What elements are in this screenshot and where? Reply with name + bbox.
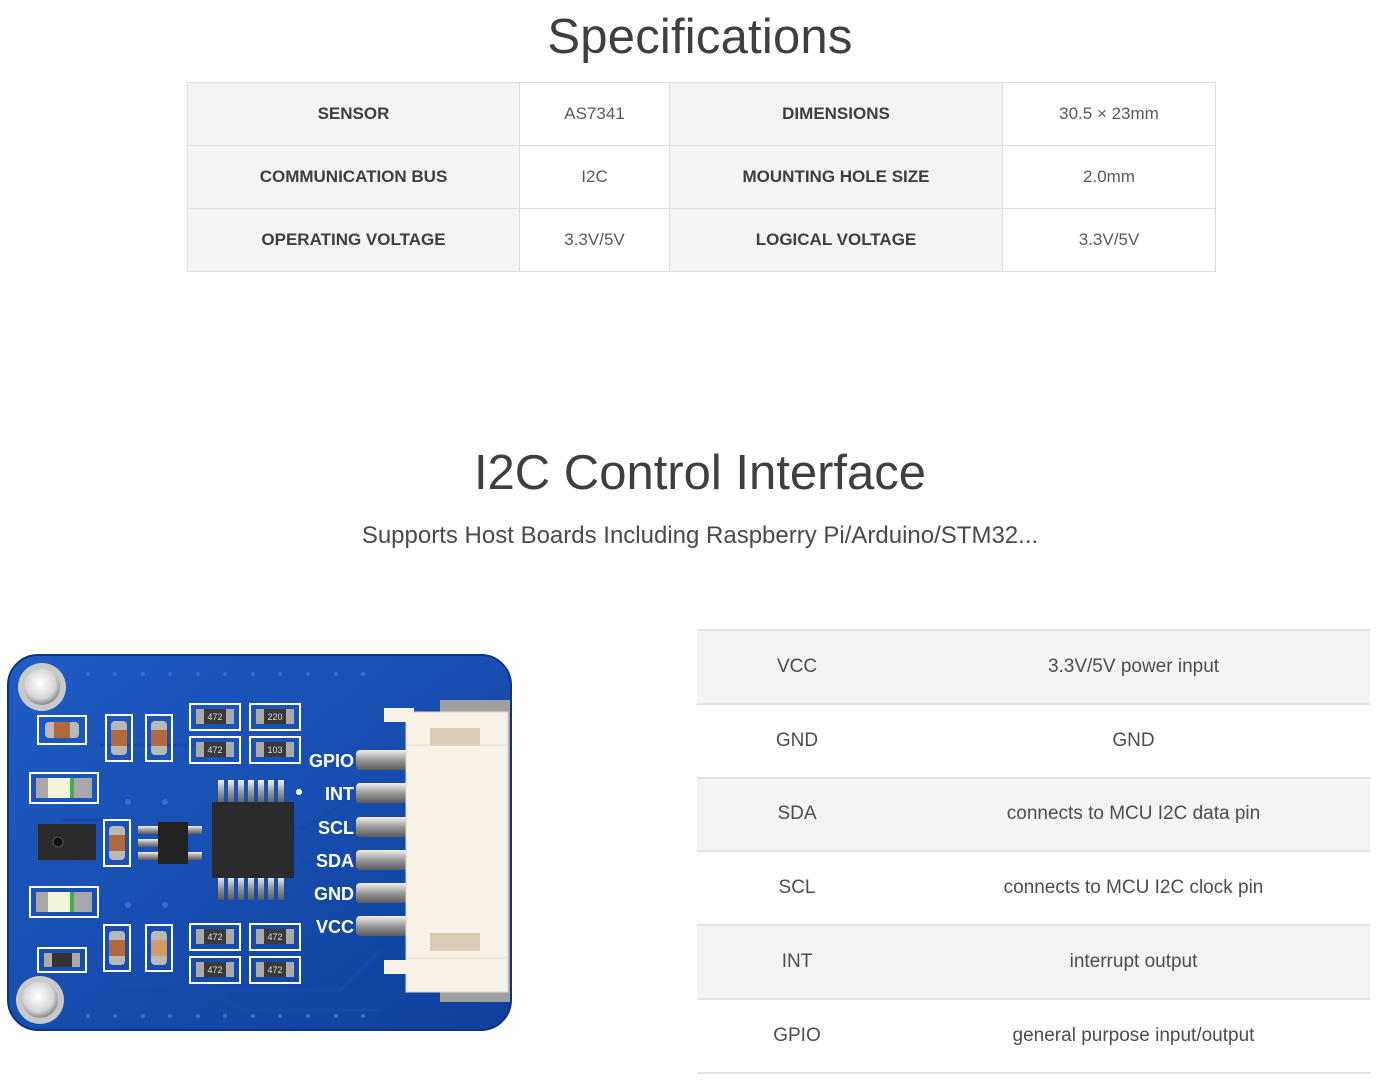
spec-label: LOGICAL VOLTAGE (669, 208, 1003, 272)
svg-text:472: 472 (207, 932, 222, 942)
specifications-table: SENSOR AS7341 DIMENSIONS 30.5 × 23mm COM… (187, 82, 1216, 272)
pin-name: VCC (697, 630, 897, 704)
spec-value: 30.5 × 23mm (1002, 82, 1216, 146)
silk-label-sda: SDA (316, 851, 354, 871)
pin-description: interrupt output (897, 925, 1370, 999)
spec-value: AS7341 (519, 82, 670, 146)
svg-text:103: 103 (267, 745, 282, 755)
pin-name: GND (775, 729, 819, 751)
spec-label: MOUNTING HOLE SIZE (669, 145, 1003, 209)
pin-name: SDA (697, 777, 897, 852)
spec-value: 2.0mm (1002, 145, 1216, 209)
spec-label: COMMUNICATION BUS (187, 145, 520, 209)
spec-label: SENSOR (187, 82, 520, 146)
svg-text:220: 220 (267, 712, 282, 722)
silk-label-gnd: GND (314, 884, 354, 904)
pin-name: GPIO (773, 1024, 821, 1046)
spec-value: I2C (519, 145, 670, 209)
interface-title: I2C Control Interface (473, 446, 927, 500)
specifications-title: Specifications (547, 10, 853, 64)
silk-label-int: INT (325, 784, 354, 804)
pin-row: SDA connects to MCU I2C data pin (697, 777, 1370, 852)
pin-row: SCL connects to MCU I2C clock pin (697, 851, 1370, 925)
spec-label: DIMENSIONS (669, 82, 1003, 146)
sensor-board-image: 472 220 472 103 472 472 472 472 GPIO (0, 648, 520, 1038)
spec-row: OPERATING VOLTAGE 3.3V/5V LOGICAL VOLTAG… (187, 208, 1216, 272)
pin-description: connects to MCU I2C data pin (897, 777, 1370, 852)
pin-row: VCC 3.3V/5V power input (697, 630, 1370, 704)
pin-row: GND GND (697, 703, 1370, 778)
svg-text:472: 472 (267, 932, 282, 942)
silk-label-vcc: VCC (316, 917, 354, 937)
svg-text:472: 472 (207, 712, 222, 722)
spec-row: SENSOR AS7341 DIMENSIONS 30.5 × 23mm (187, 82, 1216, 146)
svg-text:472: 472 (207, 965, 222, 975)
spec-row: COMMUNICATION BUS I2C MOUNTING HOLE SIZE… (187, 145, 1216, 209)
pin-row: INT interrupt output (697, 925, 1370, 999)
silk-label-gpio: GPIO (309, 751, 354, 771)
pin-row: GPIO general purpose input/output (697, 998, 1370, 1073)
svg-text:472: 472 (207, 745, 222, 755)
pin-description: connects to MCU I2C clock pin (1003, 877, 1264, 899)
spec-label: OPERATING VOLTAGE (187, 208, 520, 272)
pin-description-table: VCC 3.3V/5V power input GND GND SDA conn… (697, 629, 1370, 1074)
svg-text:472: 472 (267, 965, 282, 975)
pin-name: SCL (778, 877, 816, 899)
spec-value: 3.3V/5V (1002, 208, 1216, 272)
pin-description: 3.3V/5V power input (897, 630, 1370, 704)
pin-name: INT (697, 925, 897, 999)
pin-description: general purpose input/output (1012, 1024, 1255, 1046)
silk-label-scl: SCL (318, 818, 354, 838)
spec-value: 3.3V/5V (519, 208, 670, 272)
pin-description: GND (1112, 729, 1155, 751)
interface-subtitle: Supports Host Boards Including Raspberry… (361, 522, 1039, 549)
